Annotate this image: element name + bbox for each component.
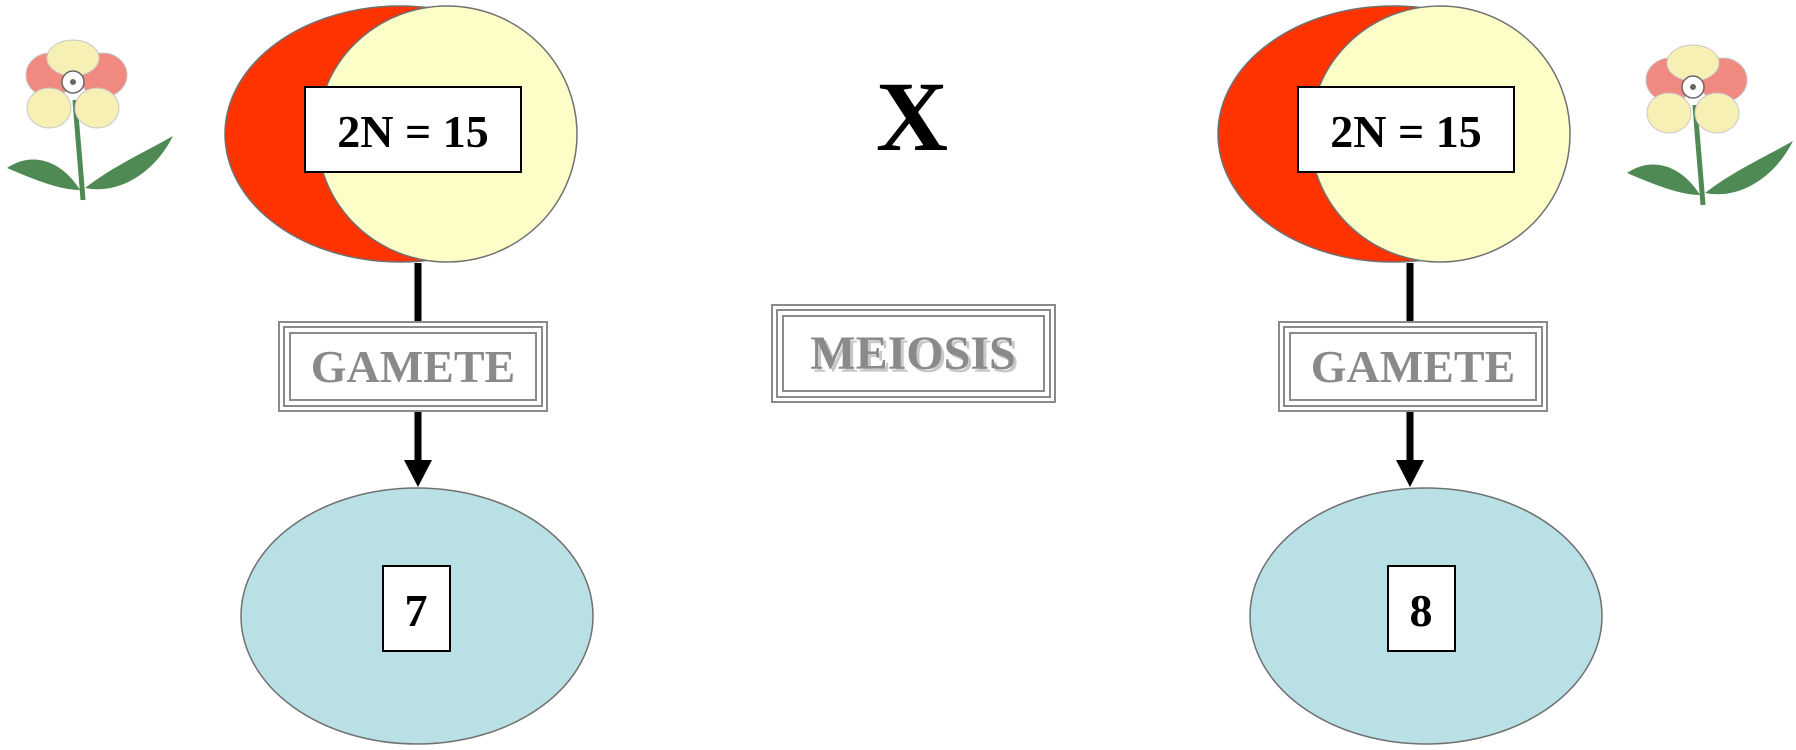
meiosis-label-group: MEIOSIS MEIOSIS <box>771 304 1056 403</box>
meiosis-frame-inner <box>782 315 1045 392</box>
left-arrow-head <box>404 460 432 487</box>
meiosis-frame-middle <box>776 309 1051 398</box>
right-chromosome-box <box>1297 86 1515 173</box>
left-gamete-frame-middle <box>283 326 543 407</box>
right-gamete-frame-outer <box>1278 321 1548 412</box>
right-flower-icon <box>1627 44 1793 206</box>
cross-symbol: X <box>876 61 948 172</box>
right-chromosome-label: 2N = 15 <box>1330 106 1481 157</box>
left-gamete-number-box <box>382 565 451 652</box>
left-gamete-frame-outer <box>278 321 548 412</box>
meiosis-frame-outer <box>771 304 1056 403</box>
right-gamete-frame-middle <box>1283 326 1543 407</box>
right-parent-group: 2N = 15 GAMETE 8 <box>1217 5 1603 745</box>
cross-group: X <box>876 61 948 172</box>
left-gamete-label: GAMETE <box>311 341 515 392</box>
right-gamete-number-box <box>1387 565 1456 652</box>
left-gamete-number: 7 <box>405 585 428 636</box>
meiosis-label-shadow: MEIOSIS <box>813 330 1018 383</box>
meiosis-label: MEIOSIS <box>810 327 1015 380</box>
right-gamete-frame-inner <box>1289 332 1537 401</box>
left-chromosome-label: 2N = 15 <box>337 106 488 157</box>
right-gamete-label: GAMETE <box>1311 341 1515 392</box>
right-gamete-number: 8 <box>1410 585 1433 636</box>
left-chromosome-box <box>304 86 522 173</box>
left-parent-group: 2N = 15 GAMETE 7 <box>224 5 594 745</box>
left-flower-icon <box>7 39 173 201</box>
right-arrow-head <box>1396 460 1424 487</box>
left-gamete-frame-inner <box>289 332 537 401</box>
